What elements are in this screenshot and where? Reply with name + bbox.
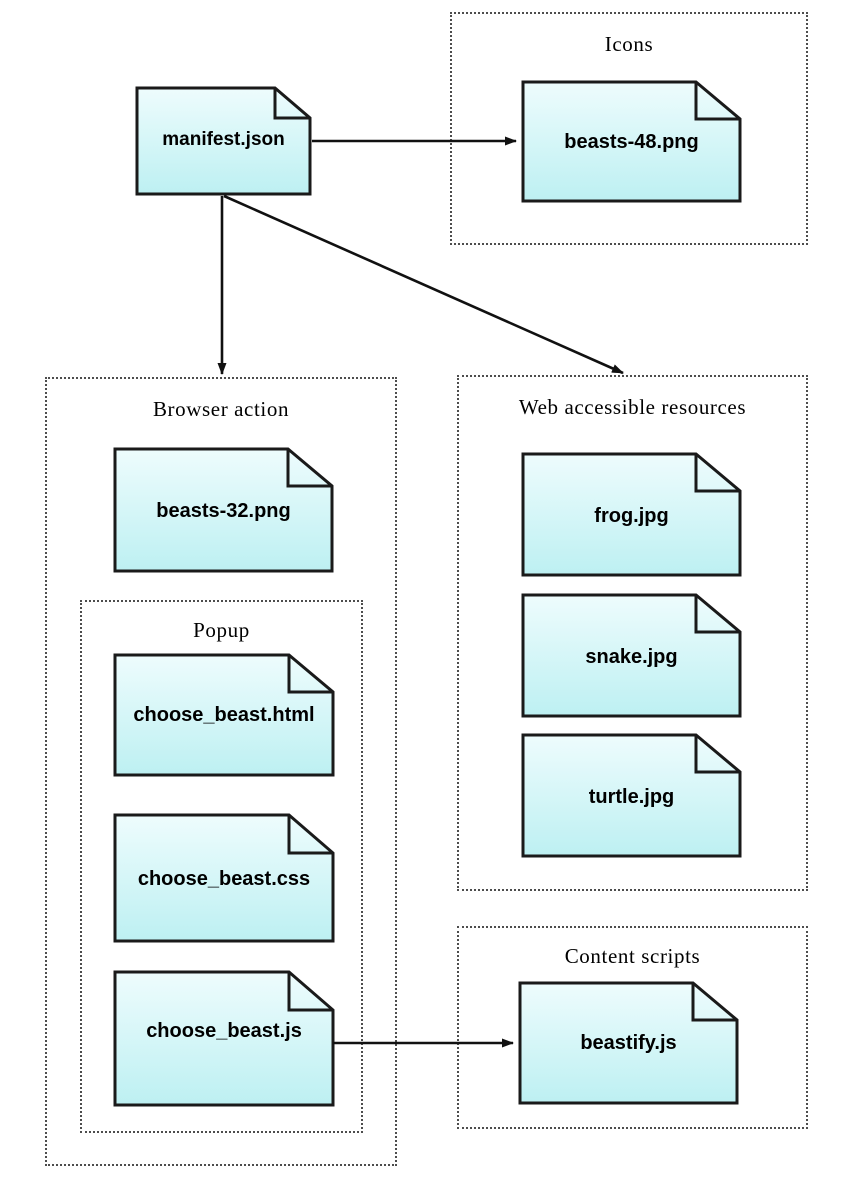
node-choose-beast-css[interactable]: choose_beast.css	[113, 813, 335, 943]
node-turtle-jpg[interactable]: turtle.jpg	[521, 733, 742, 858]
group-web-accessible-resources-label: Web accessible resources	[518, 395, 747, 419]
group-popup-label: Popup	[193, 618, 250, 642]
file-shape-icon	[113, 653, 335, 777]
group-browser-action-label: Browser action	[152, 397, 290, 421]
node-manifest-json[interactable]: manifest.json	[135, 86, 312, 196]
group-icons-label: Icons	[604, 32, 654, 56]
node-beastify-js[interactable]: beastify.js	[518, 981, 739, 1105]
file-shape-icon	[113, 970, 335, 1107]
node-frog-jpg[interactable]: frog.jpg	[521, 452, 742, 577]
file-shape-icon	[521, 80, 742, 203]
file-shape-icon	[135, 86, 312, 196]
file-shape-icon	[113, 813, 335, 943]
node-choose-beast-html[interactable]: choose_beast.html	[113, 653, 335, 777]
file-shape-icon	[521, 733, 742, 858]
file-shape-icon	[518, 981, 739, 1105]
file-shape-icon	[113, 447, 334, 573]
node-choose-beast-js[interactable]: choose_beast.js	[113, 970, 335, 1107]
file-shape-icon	[521, 452, 742, 577]
group-content-scripts-label: Content scripts	[564, 944, 701, 968]
node-beasts-48-png[interactable]: beasts-48.png	[521, 80, 742, 203]
file-shape-icon	[521, 593, 742, 718]
node-snake-jpg[interactable]: snake.jpg	[521, 593, 742, 718]
node-beasts-32-png[interactable]: beasts-32.png	[113, 447, 334, 573]
